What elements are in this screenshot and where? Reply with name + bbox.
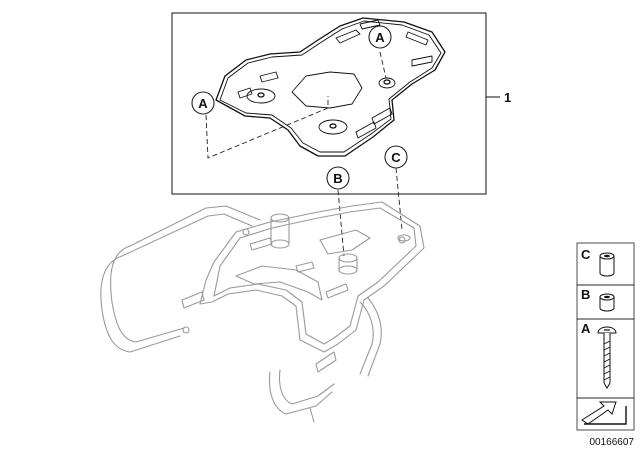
part-number-label: 1 bbox=[504, 90, 511, 105]
callout-a-left: A bbox=[191, 91, 215, 115]
leader-a-top bbox=[379, 51, 387, 79]
spacer-tall-icon bbox=[599, 252, 615, 277]
callout-a-top: A bbox=[368, 25, 392, 49]
legend-letter-b: B bbox=[581, 287, 590, 302]
part-frame bbox=[171, 12, 487, 195]
legend-letter-c: C bbox=[581, 247, 591, 262]
direction-arrow-icon bbox=[581, 401, 627, 425]
svg-text:B: B bbox=[333, 171, 342, 186]
spacer-short-icon bbox=[599, 293, 615, 312]
screw-icon bbox=[597, 326, 617, 389]
callout-c: C bbox=[384, 145, 408, 169]
legend-letter-a: A bbox=[581, 321, 591, 336]
callout-b: B bbox=[326, 166, 350, 190]
leader-c bbox=[395, 167, 403, 231]
svg-text:A: A bbox=[375, 30, 385, 45]
diagram-number: 00166607 bbox=[590, 437, 635, 448]
svg-text:C: C bbox=[391, 150, 401, 165]
luggage-rack-bracket bbox=[100, 201, 425, 423]
luggage-plate bbox=[215, 17, 446, 157]
leader-a-left bbox=[205, 96, 329, 159]
svg-text:A: A bbox=[198, 96, 208, 111]
leader-b bbox=[337, 189, 345, 257]
legend-panel: C B A bbox=[576, 242, 635, 431]
